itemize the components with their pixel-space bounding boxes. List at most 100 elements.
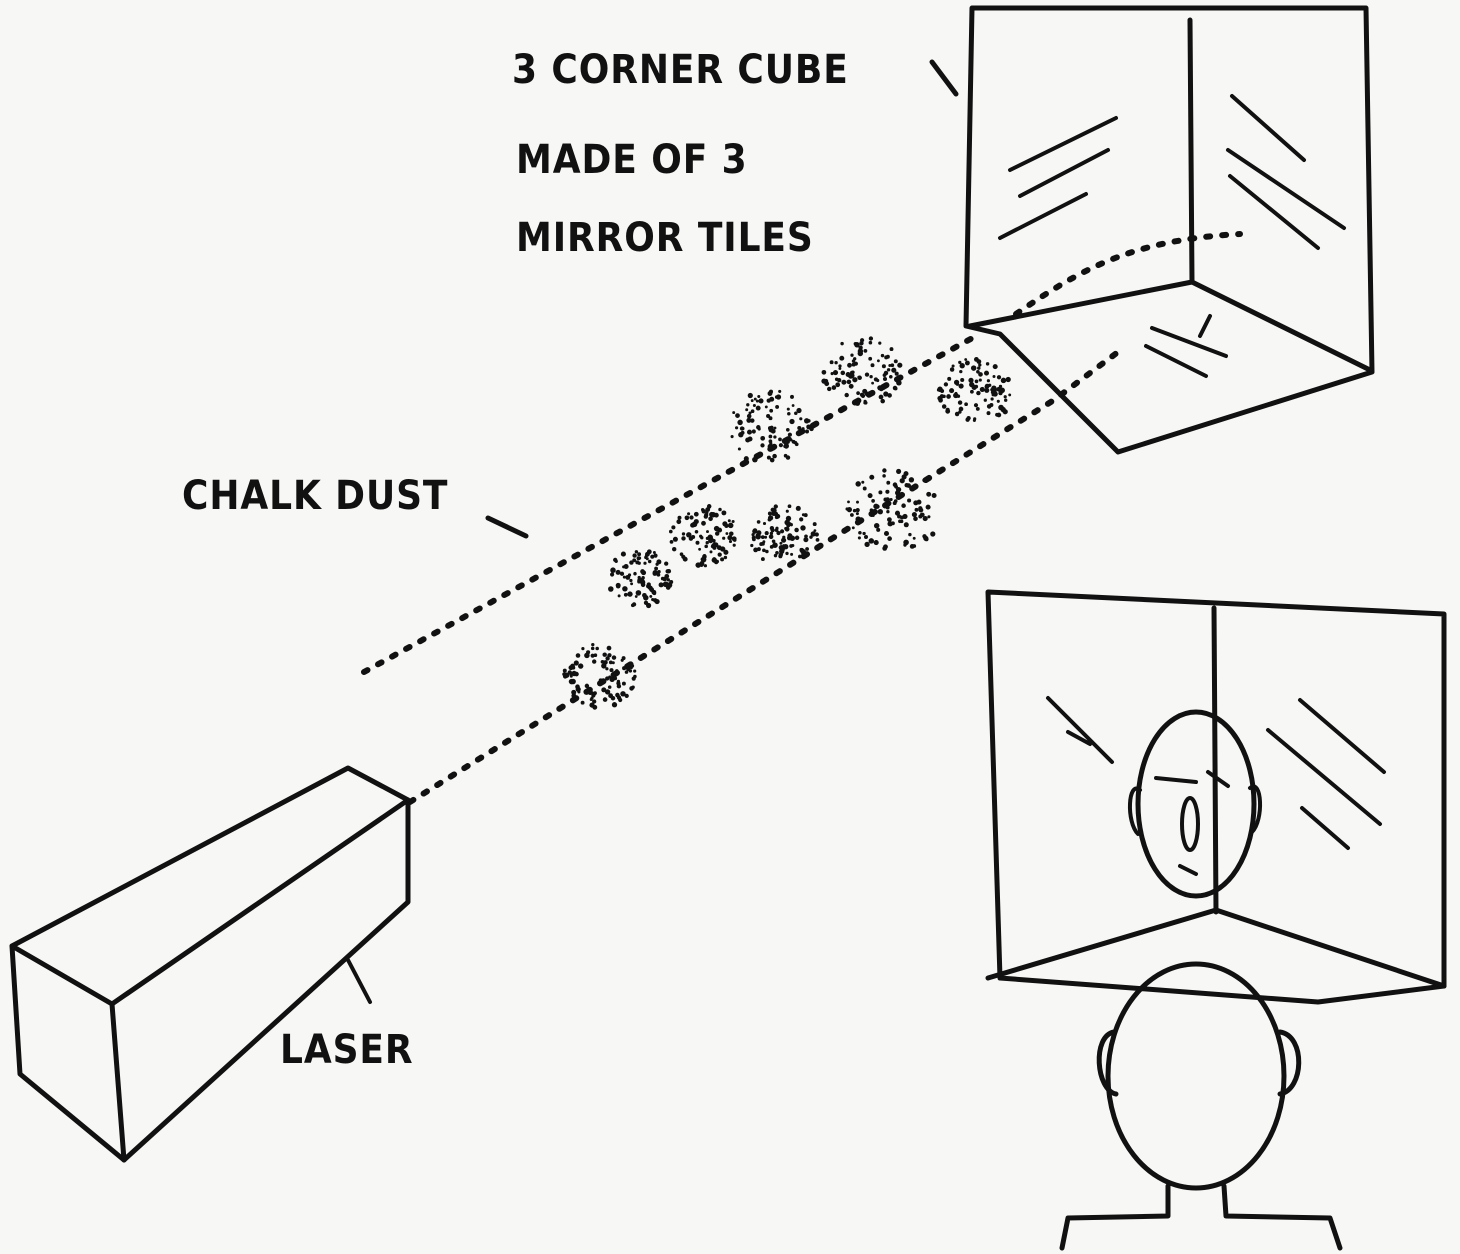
dust-particle — [787, 411, 791, 416]
dust-particle — [615, 669, 619, 673]
dust-particle — [671, 525, 676, 530]
dust-particle — [770, 507, 776, 513]
person-head-icon — [1059, 961, 1343, 1251]
dust-particle — [765, 549, 769, 554]
dust-particle — [992, 375, 996, 378]
dust-particle — [976, 390, 981, 396]
dust-particle — [780, 529, 785, 534]
dust-particle — [642, 592, 647, 598]
dust-particle — [899, 478, 905, 484]
dust-particle — [789, 523, 793, 527]
dust-particle — [703, 564, 708, 568]
dust-particle — [868, 340, 873, 345]
dust-particle — [898, 519, 902, 524]
dust-particle — [615, 582, 621, 588]
dust-particle — [862, 486, 867, 491]
dust-particle — [931, 493, 937, 498]
dust-particle — [847, 500, 850, 504]
dust-particle — [580, 700, 585, 705]
dust-particle — [764, 535, 768, 539]
dust-particle — [882, 468, 887, 473]
dust-particle — [616, 679, 621, 684]
dust-particle — [996, 386, 1002, 392]
dust-particle — [850, 353, 854, 357]
dust-particle — [904, 483, 909, 488]
dust-particle — [863, 349, 868, 353]
dust-particle — [863, 400, 868, 405]
dust-particle — [869, 474, 875, 480]
dust-particle — [657, 570, 661, 574]
dust-particle — [693, 511, 699, 517]
dust-particle — [775, 526, 779, 530]
dust-particle — [908, 477, 915, 483]
dust-particle — [841, 379, 847, 385]
dust-particle — [616, 683, 622, 689]
dust-particle — [750, 409, 755, 414]
dust-particle — [869, 508, 874, 512]
dust-particle — [643, 561, 647, 565]
dust-particle — [623, 563, 629, 570]
dust-particle — [871, 499, 875, 503]
dust-particle — [786, 407, 790, 411]
dust-particle — [646, 582, 651, 587]
dust-particle — [878, 394, 884, 400]
dust-particle — [774, 515, 779, 520]
dust-particle — [856, 391, 860, 395]
dust-particle — [869, 391, 874, 396]
dust-particle — [847, 362, 852, 368]
dust-particle — [727, 522, 734, 529]
dust-particle — [912, 536, 916, 540]
dust-particle — [862, 531, 866, 536]
dust-particle — [645, 557, 649, 561]
dust-particle — [958, 410, 962, 414]
dust-particle — [814, 532, 819, 537]
dust-particle — [868, 538, 875, 544]
dust-particle — [809, 535, 813, 539]
dust-particle — [885, 354, 890, 359]
dust-particle — [722, 536, 726, 540]
dust-particle — [781, 537, 787, 543]
dust-particle — [798, 554, 802, 559]
dust-particle — [862, 388, 868, 394]
dust-particle — [803, 513, 808, 518]
dust-particle — [607, 685, 612, 689]
dust-particle — [1004, 398, 1008, 402]
dust-particle — [637, 552, 642, 557]
dust-particle — [894, 371, 899, 376]
dust-particle — [710, 544, 715, 549]
dust-particle — [767, 511, 772, 516]
dust-particle — [681, 536, 686, 541]
dust-particle — [924, 537, 929, 542]
dust-particle — [695, 540, 700, 545]
dust-particle — [634, 595, 638, 598]
dust-particle — [764, 405, 768, 409]
dust-particle — [941, 404, 947, 409]
dust-particle — [701, 520, 706, 526]
dust-particle — [778, 437, 782, 442]
dust-particle — [627, 591, 633, 597]
dust-particle — [885, 489, 890, 494]
dust-particle — [605, 676, 610, 681]
chalk-dust-label: CHALK DUST — [182, 473, 449, 519]
dust-particle — [970, 365, 977, 371]
dust-particle — [853, 357, 857, 361]
dust-particle — [974, 379, 979, 384]
dust-particle — [769, 457, 775, 463]
dust-particle — [762, 540, 766, 544]
dust-particle — [791, 404, 795, 407]
dust-particle — [600, 659, 605, 664]
dust-particle — [964, 358, 968, 361]
dust-particle — [964, 402, 968, 407]
dust-particle — [878, 490, 883, 495]
corner-cube-label-line-3: MIRROR TILES — [516, 215, 814, 261]
laser-box-icon — [9, 765, 411, 1163]
dust-particle — [745, 408, 749, 412]
dust-particle — [897, 514, 902, 519]
chalk-dust-pointer — [485, 515, 529, 539]
dust-particle — [789, 535, 796, 541]
dust-particle — [751, 429, 756, 434]
dust-particle — [984, 383, 990, 389]
dust-particle — [756, 454, 760, 458]
dust-particle — [882, 546, 888, 551]
dust-particle — [813, 529, 817, 532]
